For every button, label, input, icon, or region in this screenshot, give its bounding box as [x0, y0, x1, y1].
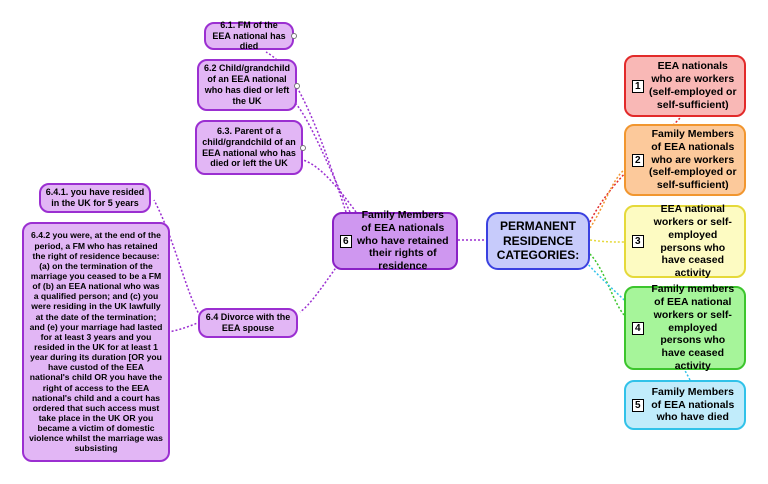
fm6-label: Family Members of EEA nationals who have… — [356, 209, 449, 273]
sub-6-1-node[interactable]: 6.1. FM of the EEA national has died — [204, 19, 294, 52]
category-3-node[interactable]: 3 EEA national workers or self-employed … — [624, 203, 746, 280]
category-2-number: 2 — [632, 153, 644, 167]
link-center-cat2 — [589, 169, 625, 229]
link-fm6-s62 — [295, 103, 351, 213]
link-s64-s641 — [153, 199, 201, 317]
sub-6-2-node[interactable]: 6.2 Child/grandchild of an EEA national … — [197, 59, 297, 111]
sub-6-4-label: 6.4 Divorce with the EEA spouse — [205, 312, 291, 333]
category-2-label: Family Members of EEA nationals who are … — [649, 128, 737, 192]
family-members-retained-rights-node[interactable]: 6 Family Members of EEA nationals who ha… — [332, 209, 458, 273]
center-node-permanent-residence[interactable]: PERMANENT RESIDENCE CATEGORIES: — [486, 212, 590, 270]
category-1-number: 1 — [632, 79, 644, 93]
link-fm6-s63 — [302, 159, 357, 213]
collapse-handle-icon[interactable] — [294, 83, 300, 89]
category-4-node[interactable]: 4 Family members of EEA national workers… — [624, 283, 746, 372]
category-4-number: 4 — [632, 321, 644, 335]
category-3-number: 3 — [632, 235, 644, 248]
fm6-number: 6 — [340, 234, 352, 248]
sub-6-1-label: 6.1. FM of the EEA national has died — [212, 19, 286, 52]
link-center-cat3 — [589, 239, 625, 243]
category-3-label: EEA national workers or self-employed pe… — [653, 203, 732, 280]
link-s64-s642 — [167, 321, 201, 333]
category-1-label: EEA nationals who are workers (self-empl… — [649, 60, 737, 111]
category-4-label: Family members of EEA national workers o… — [651, 283, 735, 372]
sub-6-3-label: 6.3. Parent of a child/grandchild of an … — [202, 125, 296, 169]
link-center-cat4 — [589, 253, 625, 316]
center-node-label: PERMANENT RESIDENCE CATEGORIES: — [496, 219, 580, 263]
sub-6-4-2-node[interactable]: 6.4.2 you were, at the end of the period… — [22, 222, 170, 462]
sub-6-4-node[interactable]: 6.4 Divorce with the EEA spouse — [198, 308, 298, 338]
sub-6-4-2-label: 6.4.2 you were, at the end of the period… — [29, 230, 163, 454]
link-fm6-s64 — [299, 261, 341, 313]
sub-6-4-1-label: 6.4.1. you have resided in the UK for 5 … — [45, 187, 145, 208]
category-1-node[interactable]: 1 EEA nationals who are workers (self-em… — [624, 55, 746, 117]
sub-6-3-node[interactable]: 6.3. Parent of a child/grandchild of an … — [195, 120, 303, 175]
category-5-number: 5 — [632, 398, 644, 412]
category-5-label: Family Members of EEA nationals who have… — [651, 385, 735, 424]
collapse-handle-icon[interactable] — [300, 145, 306, 151]
sub-6-4-1-node[interactable]: 6.4.1. you have resided in the UK for 5 … — [39, 183, 151, 213]
category-5-node[interactable]: 5 Family Members of EEA nationals who ha… — [624, 380, 746, 430]
sub-6-2-label: 6.2 Child/grandchild of an EEA national … — [203, 63, 290, 106]
category-2-node[interactable]: 2 Family Members of EEA nationals who ar… — [624, 124, 746, 196]
collapse-handle-icon[interactable] — [291, 33, 297, 39]
